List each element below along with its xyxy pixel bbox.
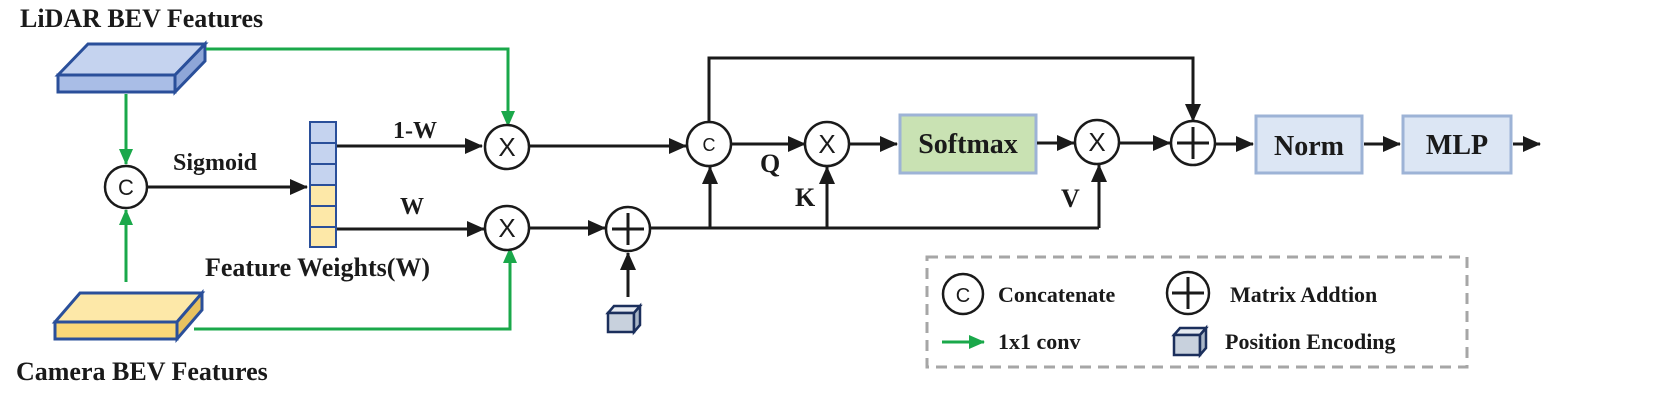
- svg-text:C: C: [703, 135, 716, 155]
- svg-text:Norm: Norm: [1274, 131, 1344, 162]
- multiply-node-v: X: [1073, 118, 1121, 166]
- position-encoding-cube: [605, 302, 643, 336]
- legend-addition-icon: [1165, 270, 1211, 316]
- norm-block: Norm: [1254, 114, 1364, 175]
- legend-frame: [925, 255, 1469, 369]
- addition-node-residual: [1169, 119, 1217, 167]
- camera-title: Camera BEV Features: [16, 357, 268, 386]
- svg-text:Softmax: Softmax: [918, 129, 1018, 160]
- v-label: V: [1061, 184, 1080, 213]
- legend: C Concatenate Matrix Addtion 1x1 conv Po…: [925, 255, 1469, 369]
- multiply-node-qk: X: [803, 120, 851, 168]
- legend-conv-label: 1x1 conv: [998, 329, 1081, 354]
- svg-text:MLP: MLP: [1426, 130, 1488, 161]
- concat-node-left: C: [103, 164, 149, 210]
- legend-concat-icon: C: [941, 272, 985, 316]
- svg-text:C: C: [118, 175, 134, 200]
- addition-node-pos: [604, 205, 652, 253]
- residual-skip-arrow: [707, 56, 1201, 122]
- w-label: W: [400, 194, 424, 220]
- svg-text:X: X: [498, 213, 515, 243]
- legend-concatenate-label: Concatenate: [998, 282, 1116, 307]
- k-label: K: [795, 183, 816, 212]
- concat-node-mid: C: [685, 120, 733, 168]
- q-label: Q: [760, 149, 780, 178]
- camera-feature-slab: [51, 288, 206, 344]
- one-minus-w-label: 1-W: [393, 118, 437, 144]
- multiply-node-top: X: [483, 123, 531, 171]
- legend-position-encoding-label: Position Encoding: [1225, 329, 1396, 354]
- legend-matrix-addition-label: Matrix Addtion: [1230, 282, 1377, 307]
- softmax-block: Softmax: [898, 113, 1038, 175]
- sigmoid-label: Sigmoid: [173, 150, 258, 176]
- svg-text:C: C: [956, 285, 970, 307]
- svg-text:X: X: [498, 132, 515, 162]
- lidar-title: LiDAR BEV Features: [20, 4, 263, 33]
- svg-text:X: X: [818, 129, 835, 159]
- legend-position-encoding-icon: [1171, 324, 1209, 359]
- svg-text:X: X: [1088, 127, 1105, 157]
- feature-weights-vector: [309, 121, 337, 248]
- mlp-block: MLP: [1401, 114, 1513, 175]
- feature-weights-label: Feature Weights(W): [205, 253, 430, 282]
- lidar-feature-slab: [54, 40, 209, 96]
- conv-arrows: [119, 47, 517, 331]
- multiply-node-bottom: X: [483, 204, 531, 252]
